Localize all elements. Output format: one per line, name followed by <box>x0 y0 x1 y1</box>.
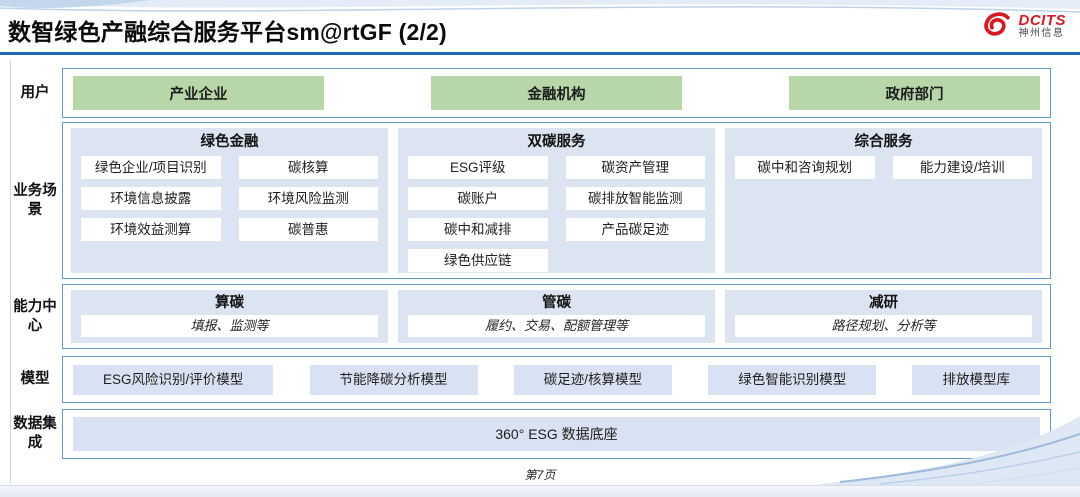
layer-label-scenarios: 业务场景 <box>13 182 57 218</box>
title-underline <box>0 52 1080 55</box>
scenario-item: 碳中和咨询规划 <box>735 156 875 179</box>
page-number: 第7页 <box>524 468 556 482</box>
capability-title: 算碳 <box>215 295 244 311</box>
layer-scenarios: 绿色金融 绿色企业/项目识别 碳核算 环境信息披露 环境风险监测 环境效益测算 … <box>62 122 1051 279</box>
layer-label-data-integration: 数据集成 <box>13 416 57 451</box>
page-title: 数智绿色产融综合服务平台sm@rtGF (2/2) <box>8 19 447 45</box>
scenario-column-green-finance: 绿色金融 绿色企业/项目识别 碳核算 环境信息披露 环境风险监测 环境效益测算 … <box>71 128 388 273</box>
user-box-government: 政府部门 <box>789 76 1040 110</box>
model-box: 节能降碳分析模型 <box>309 364 478 395</box>
scenario-item: 环境信息披露 <box>81 187 221 210</box>
scenario-item: 环境效益测算 <box>81 218 221 241</box>
layer-label-models: 模型 <box>20 371 50 388</box>
scenario-item: 绿色企业/项目识别 <box>81 156 221 179</box>
left-vertical-rule <box>10 60 11 484</box>
top-swoosh-decoration <box>0 0 1080 13</box>
scenario-item: ESG评级 <box>408 156 548 179</box>
logo-company-name: 神州信息 <box>1018 27 1065 39</box>
data-foundation-box: 360° ESG 数据底座 <box>73 417 1040 451</box>
column-title: 双碳服务 <box>527 134 586 150</box>
capability-title: 减研 <box>869 295 898 311</box>
scenario-item: 产品碳足迹 <box>565 218 705 241</box>
scenario-item: 碳核算 <box>238 156 378 179</box>
scenario-column-dual-carbon: 双碳服务 ESG评级 碳资产管理 碳账户 碳排放智能监测 碳中和减排 产品碳足迹… <box>398 128 715 273</box>
scenario-item: 碳资产管理 <box>565 156 705 179</box>
column-title: 绿色金融 <box>200 134 259 150</box>
layer-data-integration: 360° ESG 数据底座 <box>62 409 1051 459</box>
user-box-industry: 产业企业 <box>73 76 324 110</box>
layer-capabilities: 算碳 填报、监测等 管碳 履约、交易、配额管理等 减研 路径规划、分析等 <box>62 284 1051 349</box>
scenario-column-comprehensive: 综合服务 碳中和咨询规划 能力建设/培训 <box>725 128 1042 273</box>
scenario-item: 碳排放智能监测 <box>565 187 705 210</box>
model-box: 绿色智能识别模型 <box>708 364 877 395</box>
scenario-item: 能力建设/培训 <box>892 156 1032 179</box>
dcits-logo-icon <box>983 12 1010 36</box>
user-box-financial: 金融机构 <box>431 76 682 110</box>
layer-label-capabilities: 能力中心 <box>13 298 57 334</box>
layer-models: ESG风险识别/评价模型 节能降碳分析模型 碳足迹/核算模型 绿色智能识别模型 … <box>62 356 1051 403</box>
company-logo: DCITS 神州信息 <box>980 11 1067 41</box>
capability-box-reduce-research: 减研 路径规划、分析等 <box>725 290 1042 343</box>
bottom-swoosh-decoration <box>820 416 1080 486</box>
layer-label-users: 用户 <box>20 84 50 101</box>
scenario-item: 环境风险监测 <box>238 187 378 210</box>
model-box: 碳足迹/核算模型 <box>513 364 672 395</box>
scenario-item: 碳普惠 <box>238 218 378 241</box>
scenario-item: 碳账户 <box>408 187 548 210</box>
footer-band <box>0 485 1080 497</box>
logo-brand-name: DCITS <box>1018 11 1066 29</box>
capability-title: 管碳 <box>542 295 571 311</box>
layer-users: 产业企业 金融机构 政府部门 <box>62 68 1051 118</box>
scenario-item: 绿色供应链 <box>408 249 548 272</box>
column-title: 综合服务 <box>854 134 913 150</box>
capability-desc: 路径规划、分析等 <box>735 315 1032 337</box>
capability-box-manage-carbon: 管碳 履约、交易、配额管理等 <box>398 290 715 343</box>
capability-desc: 填报、监测等 <box>81 315 378 337</box>
capability-desc: 履约、交易、配额管理等 <box>408 315 705 337</box>
model-box: 排放模型库 <box>912 364 1040 395</box>
capability-box-calc-carbon: 算碳 填报、监测等 <box>71 290 388 343</box>
model-box: ESG风险识别/评价模型 <box>73 364 274 395</box>
scenario-item: 碳中和减排 <box>408 218 548 241</box>
